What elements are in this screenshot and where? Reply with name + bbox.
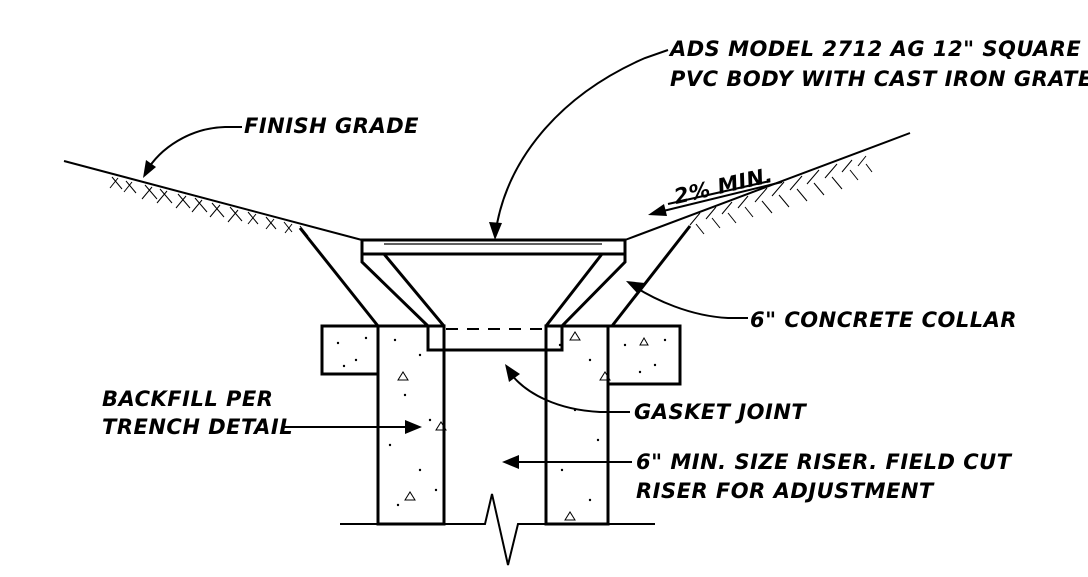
earth-hatch-right bbox=[689, 155, 873, 235]
backfill-label-line1: BACKFILL PER bbox=[102, 387, 273, 411]
leader-lines bbox=[143, 49, 783, 469]
concrete-speckle bbox=[336, 331, 667, 521]
backfill-label-line2: TRENCH DETAIL bbox=[102, 415, 293, 439]
ads-model-label-line2: PVC BODY WITH CAST IRON GRATE bbox=[670, 67, 1088, 91]
finish-grade-lines bbox=[63, 132, 911, 241]
gasket-joint-label: GASKET JOINT bbox=[634, 400, 807, 424]
riser-label-line2: RISER FOR ADJUSTMENT bbox=[636, 479, 935, 503]
finish-grade-label: FINISH GRADE bbox=[244, 114, 419, 138]
concrete-blocks bbox=[320, 324, 682, 526]
concrete-collar-label: 6" CONCRETE COLLAR bbox=[750, 308, 1017, 332]
concrete-collar bbox=[298, 225, 692, 327]
base-line-break bbox=[340, 493, 655, 566]
ads-model-label-line1: ADS MODEL 2712 AG 12" SQUARE bbox=[668, 37, 1081, 61]
drain-body bbox=[360, 238, 627, 352]
earth-hatch-left bbox=[109, 176, 309, 237]
cast-iron-grate bbox=[360, 238, 627, 256]
riser-label-line1: 6" MIN. SIZE RISER. FIELD CUT bbox=[636, 450, 1013, 474]
